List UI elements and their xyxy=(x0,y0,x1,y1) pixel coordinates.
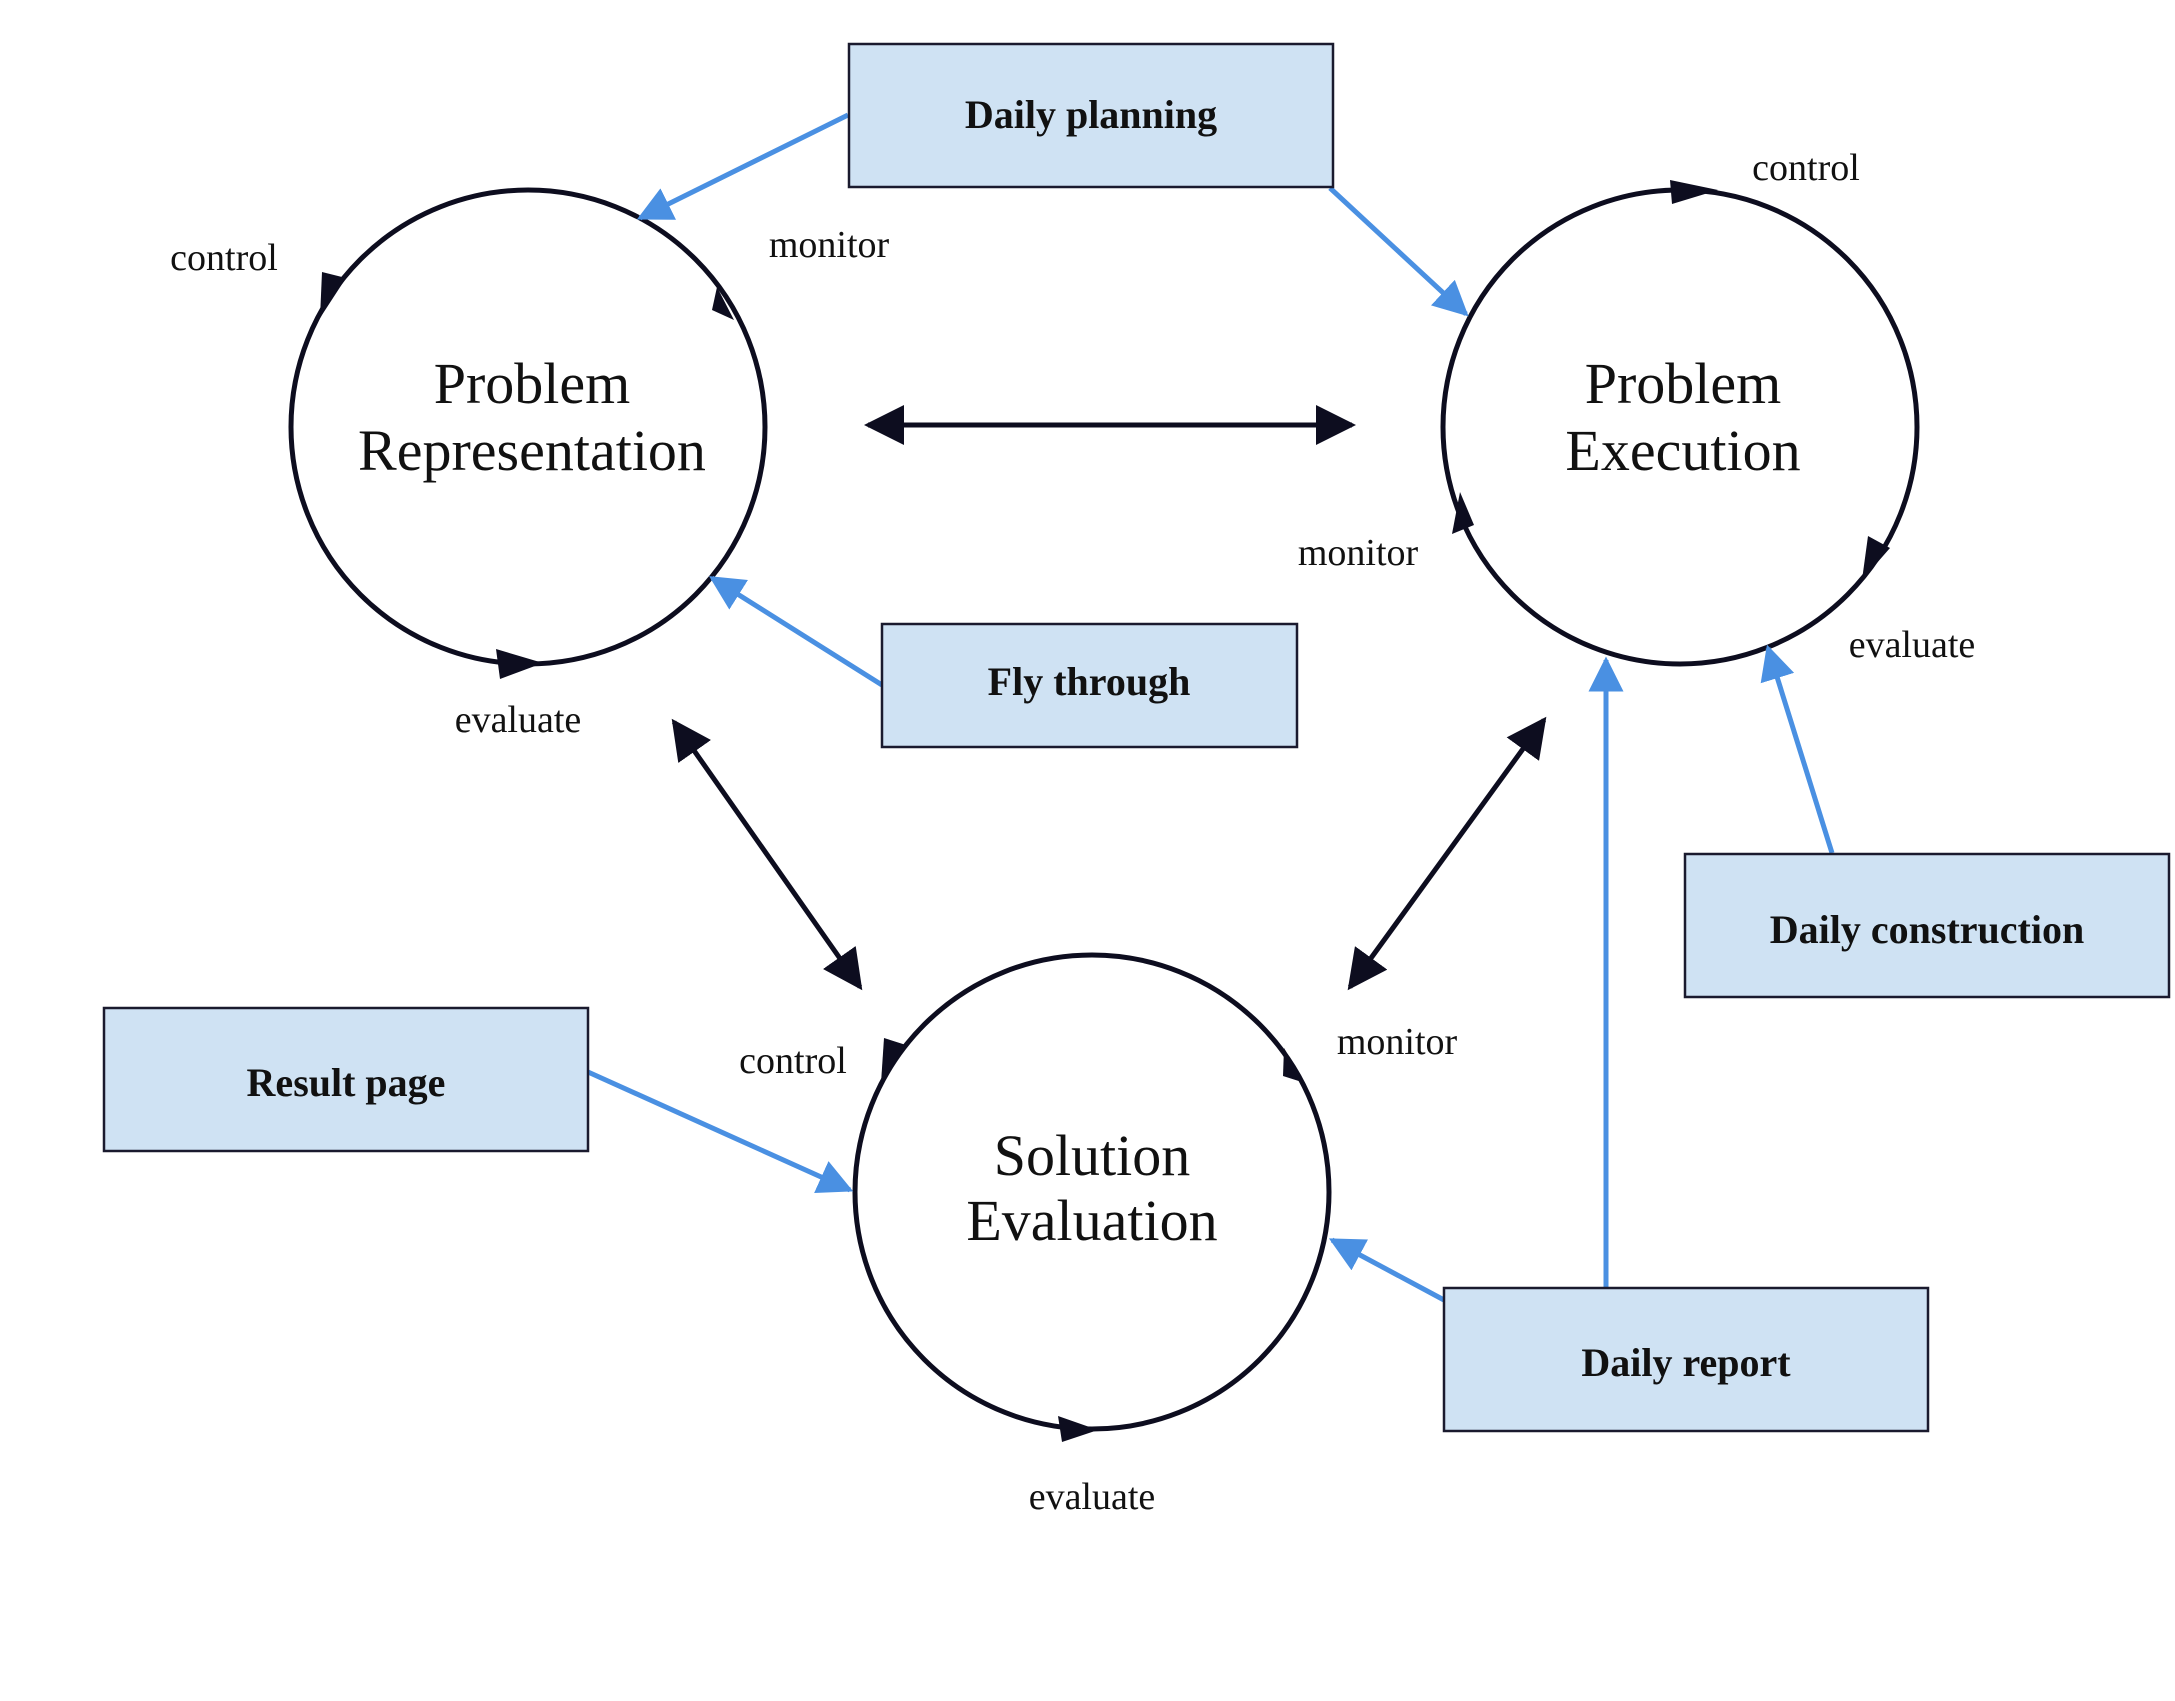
monitor-label: monitor xyxy=(769,224,890,266)
control-arrowhead xyxy=(881,1038,906,1083)
circle-title-line1: Problem xyxy=(434,351,631,416)
monitor-arrowhead xyxy=(1452,492,1474,534)
arrow-resultpage-to-evaluation xyxy=(586,1069,854,1194)
box-daily-construction: Daily construction xyxy=(1683,852,2171,999)
arrow-construction-to-execution xyxy=(1760,644,1835,854)
circle-title-line2: Evaluation xyxy=(966,1188,1217,1253)
connector-representation-evaluation xyxy=(671,718,863,991)
control-label: control xyxy=(1752,147,1860,189)
box-label: Daily report xyxy=(1581,1340,1791,1385)
arrow-planning-to-representation xyxy=(636,112,850,221)
control-label: control xyxy=(739,1040,847,1082)
evaluate-label: evaluate xyxy=(455,699,582,741)
circle-title-line2: Execution xyxy=(1565,418,1800,483)
evaluate-label: evaluate xyxy=(1029,1476,1156,1518)
box-rect xyxy=(102,1006,590,1153)
connector-execution-evaluation xyxy=(1347,716,1547,991)
box-daily-report: Daily report xyxy=(1442,1286,1930,1433)
box-daily-planning: Daily planning xyxy=(847,42,1335,189)
box-rect xyxy=(1442,1286,1930,1433)
evaluate-arrowhead xyxy=(496,649,543,679)
circle-problem-representation: Problem Representation control monitor e… xyxy=(170,187,890,741)
monitor-arrowhead xyxy=(1283,1048,1305,1083)
monitor-label: monitor xyxy=(1337,1021,1458,1063)
box-rect xyxy=(880,622,1299,749)
box-label: Result page xyxy=(247,1060,446,1105)
box-result-page: Result page xyxy=(102,1006,590,1153)
box-label: Daily construction xyxy=(1770,907,2084,952)
arrow-planning-to-execution xyxy=(1328,186,1469,317)
evaluate-label: evaluate xyxy=(1849,624,1976,666)
evaluate-arrowhead xyxy=(1058,1416,1098,1442)
control-arrowhead xyxy=(320,272,346,318)
box-rect xyxy=(847,42,1335,189)
circle-title-line1: Problem xyxy=(1585,351,1782,416)
box-rect xyxy=(1683,852,2171,999)
control-label: control xyxy=(170,237,278,279)
circle-title-line1: Solution xyxy=(994,1123,1191,1188)
circle-title-line2: Representation xyxy=(358,418,706,483)
box-label: Daily planning xyxy=(965,92,1217,137)
box-fly-through: Fly through xyxy=(880,622,1299,749)
box-label: Fly through xyxy=(988,659,1191,704)
arrow-flythrough-to-representation xyxy=(709,575,884,688)
circle-problem-execution: Problem Execution control monitor evalua… xyxy=(1298,147,1976,667)
circle-solution-evaluation: Solution Evaluation control monitor eval… xyxy=(739,952,1458,1518)
arrow-report-to-evaluation xyxy=(1328,1237,1446,1303)
evaluate-arrowhead xyxy=(1862,536,1890,580)
monitor-label: monitor xyxy=(1298,532,1419,574)
control-arrowhead xyxy=(1670,180,1718,204)
monitor-arrowhead xyxy=(712,287,734,320)
